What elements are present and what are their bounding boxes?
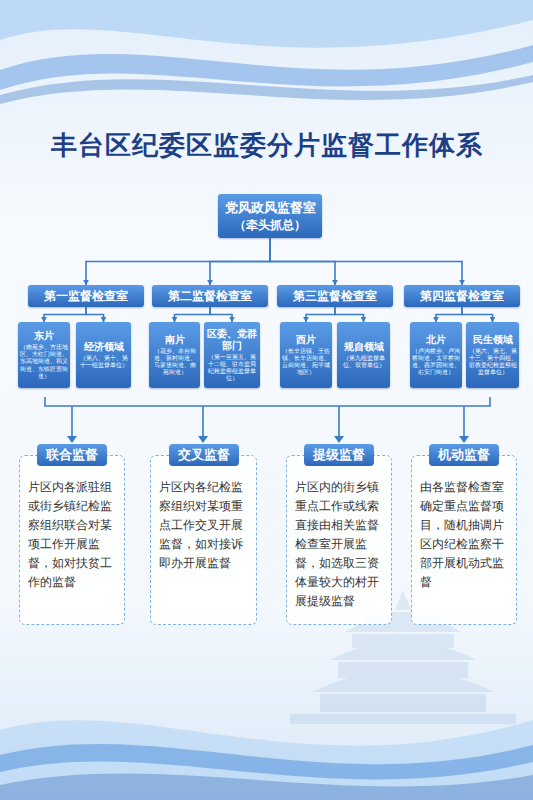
node-heading: 第四监督检查室 — [420, 288, 504, 305]
area-box: 北片 （卢沟桥乡、卢沟桥街道、太平桥街道、西罗园街道、右安门街道） — [410, 322, 462, 388]
office-box: 第一监督检查室 — [28, 285, 144, 307]
connector — [306, 307, 335, 322]
lead-office-box: 党风政风监督室（牵头抓总） — [218, 194, 322, 238]
node-body: （第九组监督单位、双管单位） — [339, 355, 388, 369]
connector — [436, 307, 462, 322]
node-body: （南苑乡、方庄地区、大红门街道、东高地街道、和义街道、东铁匠营街道） — [20, 344, 68, 380]
bottom-ribbon — [0, 774, 533, 800]
node-body: （长辛店镇、王佐镇、长辛店街道、云岗街道、宛平城地区） — [282, 348, 330, 377]
area-box: 经济领域 （第八、第十、第十一组监督单位） — [76, 322, 131, 388]
bracket — [45, 397, 490, 436]
connector — [44, 307, 86, 322]
node-body: （第一至第五、第十二组、驻市监局纪检监察组监督单位） — [206, 354, 258, 383]
node-heading: 联合监督 — [37, 444, 107, 466]
top-ribbon — [0, 75, 533, 104]
method-card: 提级监督片区内的街乡镇重点工作或线索直接由相关监督检查室开展监督，如选取三资体量… — [286, 455, 392, 625]
node-body: 片区内各派驻组或街乡镇纪检监察组织联合对某项工作开展监督，如对扶贫工作的监督 — [28, 478, 116, 592]
node-body: （花乡、丰台街道、新村街道、马家堡街道、南苑街道） — [151, 348, 198, 377]
connector — [86, 238, 270, 285]
area-box: 民生领域 （第六、第七、第十三、第十四组、驻教委纪检监察组监督单位） — [466, 322, 519, 388]
connector — [210, 307, 232, 322]
bottom-ribbon — [0, 744, 533, 780]
area-box: 区委、党群部门（第一至第五、第十二组、驻市监局纪检监察组监督单位） — [204, 322, 260, 388]
method-card: 联合监督片区内各派驻组或街乡镇纪检监察组织联合对某项工作开展监督，如对扶贫工作的… — [19, 455, 125, 625]
node-body: 片区内的街乡镇重点工作或线索直接由相关监督检查室开展监督，如选取三资体量较大的村… — [295, 478, 383, 611]
node-heading: 党风政风监督室 — [225, 199, 316, 217]
node-heading: 第二监督检查室 — [168, 288, 252, 305]
node-body: 由各监督检查室确定重点监督项目，随机抽调片区内纪检监察干部开展机动式监督 — [420, 478, 508, 592]
connector — [175, 307, 211, 322]
office-box: 第二监督检查室 — [152, 285, 268, 307]
node-heading: 机动监督 — [429, 444, 499, 466]
node-heading: 提级监督 — [304, 444, 374, 466]
connector — [335, 307, 364, 322]
connector — [86, 307, 104, 322]
method-card: 交叉监督片区内各纪检监察组织对某项重点工作交叉开展监督，如对接诉即办开展监督 — [150, 455, 257, 625]
bottom-ribbon — [0, 720, 533, 800]
node-body: （第六、第七、第十三、第十四组、驻教委纪检监察组监督单位） — [468, 348, 517, 377]
node-heading: 东片 — [34, 330, 54, 342]
area-box: 东片 （南苑乡、方庄地区、大红门街道、东高地街道、和义街道、东铁匠营街道） — [18, 322, 70, 388]
node-heading: 区委、党群部门 — [206, 328, 258, 352]
node-heading: 北片 — [426, 334, 446, 346]
node-body: （卢沟桥乡、卢沟桥街道、太平桥街道、西罗园街道、右安门街道） — [412, 348, 460, 377]
connector — [270, 238, 462, 285]
node-heading: 第一监督检查室 — [44, 288, 128, 305]
node-heading: 民生领域 — [473, 334, 513, 346]
node-body: （牵头抓总） — [234, 217, 306, 234]
area-box: 西片 （长辛店镇、王佐镇、长辛店街道、云岗街道、宛平城地区） — [280, 322, 332, 388]
node-heading: 交叉监督 — [169, 444, 239, 466]
diagram-title: 丰台区纪委区监委分片监督工作体系 — [0, 128, 533, 163]
area-box: 南片 （花乡、丰台街道、新村街道、马家堡街道、南苑街道） — [149, 322, 200, 388]
area-box: 规自领域 （第九组监督单位、双管单位） — [337, 322, 390, 388]
node-heading: 经济领域 — [84, 341, 124, 353]
connector — [210, 238, 270, 285]
node-heading: 南片 — [165, 334, 185, 346]
node-heading: 第三监督检查室 — [293, 288, 377, 305]
method-card: 机动监督由各监督检查室确定重点监督项目，随机抽调片区内纪检监察干部开展机动式监督 — [411, 455, 517, 625]
node-heading: 西片 — [296, 334, 316, 346]
office-box: 第四监督检查室 — [404, 285, 520, 307]
connector — [270, 238, 335, 285]
node-body: 片区内各纪检监察组织对某项重点工作交叉开展监督，如对接诉即办开展监督 — [159, 478, 248, 573]
connector — [462, 307, 493, 322]
node-body: （第八、第十、第十一组监督单位） — [78, 355, 129, 369]
office-box: 第三监督检查室 — [277, 285, 393, 307]
top-ribbon — [0, 0, 533, 48]
node-heading: 规自领域 — [344, 341, 384, 353]
bracket-arrowhead — [67, 436, 469, 443]
